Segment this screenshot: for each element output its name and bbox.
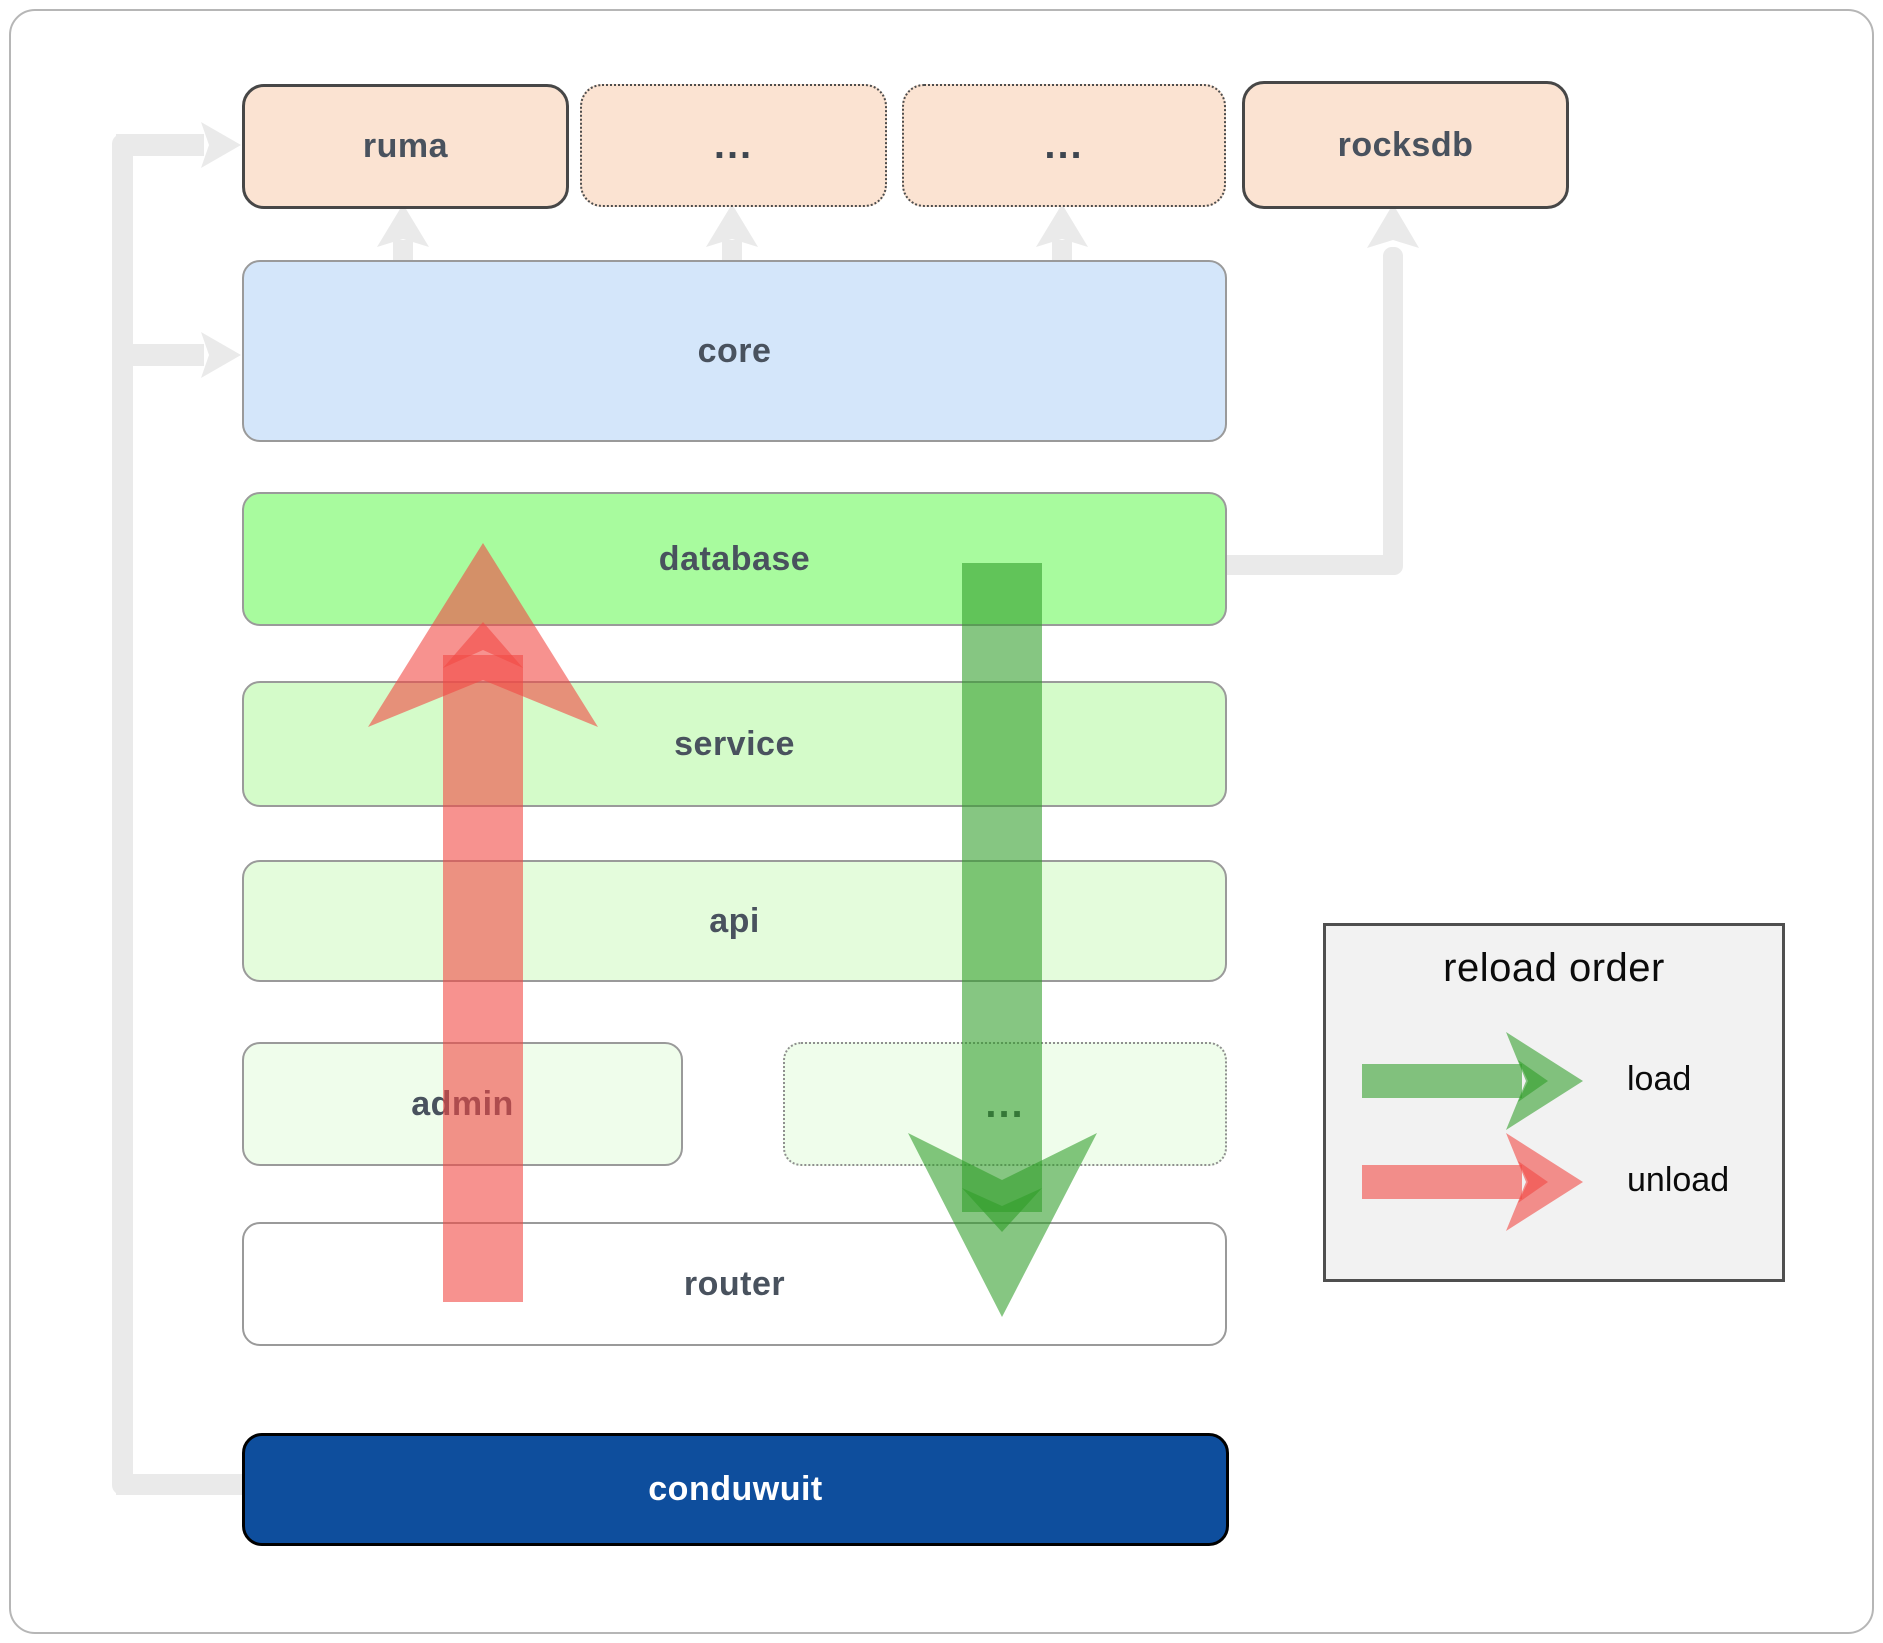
node-ruma-label: ruma <box>362 127 449 165</box>
connector-core-to-ruma <box>393 240 413 262</box>
node-router-label: router <box>683 1264 786 1303</box>
arrowhead-up-ruma <box>377 204 429 247</box>
load-arrow-shaft <box>962 563 1042 1212</box>
arrowhead-into-rocksdb <box>1367 204 1419 248</box>
node-conduwuit-label: conduwuit <box>648 1470 823 1508</box>
connector-core-to-more-b <box>1052 240 1072 262</box>
connector-database-horizontal <box>1223 555 1395 575</box>
node-more-b-label: ... <box>1044 123 1084 167</box>
legend-load-arrow-shaft <box>1362 1064 1522 1098</box>
connector-left-vertical <box>112 134 133 1495</box>
connector-rocksdb-vertical <box>1383 247 1403 575</box>
legend-load-label: load <box>1627 1060 1692 1098</box>
node-database-label: database <box>658 539 811 578</box>
node-api-label: api <box>709 901 760 940</box>
unload-arrow-shaft <box>443 655 523 1302</box>
node-service-label: service <box>674 724 795 763</box>
node-rocksdb-label: rocksdb <box>1337 125 1474 164</box>
node-api: api <box>242 860 1227 982</box>
node-ruma: ruma <box>242 84 569 209</box>
load-arrow-big-head <box>908 1133 1097 1317</box>
node-rocksdb: rocksdb <box>1242 81 1569 209</box>
node-conduwuit: conduwuit <box>242 1433 1229 1546</box>
node-more-b: ... <box>902 84 1226 207</box>
connector-arm-to-core <box>116 344 204 366</box>
legend-unload-arrow-big-head <box>1506 1133 1583 1231</box>
legend-unload-arrow <box>1362 1133 1583 1231</box>
node-more-a-label: ... <box>713 123 754 167</box>
legend-panel <box>1323 923 1785 1282</box>
legend-title: reload order <box>1443 946 1665 990</box>
arrowhead-up-more-a <box>706 204 758 247</box>
legend-load-arrow <box>1362 1032 1583 1130</box>
node-core: core <box>242 260 1227 442</box>
legend-unload-label: unload <box>1627 1161 1730 1199</box>
connector-core-to-more-a <box>722 240 742 262</box>
node-router: router <box>242 1222 1227 1346</box>
arrowhead-up-more-b <box>1036 204 1088 247</box>
arrowhead-into-ruma <box>201 122 241 168</box>
load-arrow <box>908 563 1097 1317</box>
legend-unload-arrow-shaft <box>1362 1165 1522 1199</box>
node-core-label: core <box>697 331 772 370</box>
unload-arrow-big-head <box>368 543 598 727</box>
connector-arm-to-ruma <box>116 134 204 156</box>
legend-load-arrow-big-head <box>1506 1032 1583 1130</box>
connector-arm-from-conduwuit <box>116 1474 242 1495</box>
node-database: database <box>242 492 1227 626</box>
node-more-a: ... <box>580 84 887 207</box>
unload-arrow <box>368 543 598 1302</box>
arrowhead-into-core <box>201 332 241 378</box>
